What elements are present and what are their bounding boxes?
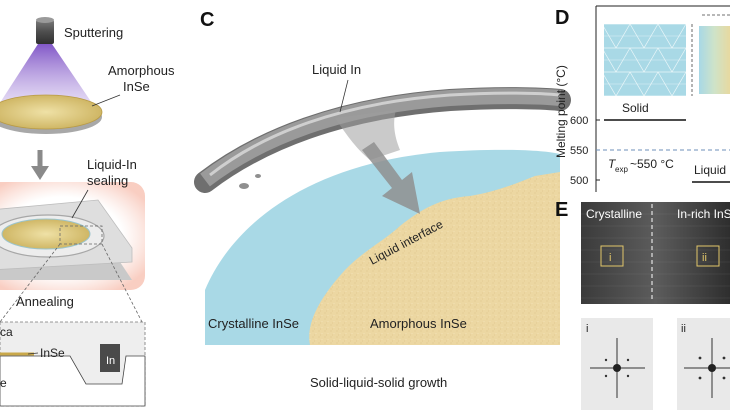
liquid-in-label-line2: sealing	[87, 173, 128, 188]
liquid-in-label: Liquid In	[312, 62, 361, 77]
process-arrow-head	[31, 166, 49, 180]
d-tick-label-600: 600	[570, 115, 588, 127]
sputtering-label: Sputtering	[64, 25, 123, 40]
d-texp-symbol: T	[608, 157, 617, 171]
e-box-i	[600, 245, 624, 267]
panel-a: Sputtering Amorphous InSe Liquid-In seal…	[0, 17, 175, 407]
cross-section-inse-label: InSe	[40, 346, 65, 360]
e-fft-ii-pattern	[684, 338, 730, 398]
liquid-in-tube	[200, 88, 561, 187]
liquid-in-c-leader	[339, 79, 349, 113]
diffusion-arrow	[362, 142, 420, 214]
cross-section-bottom-label: e	[0, 376, 7, 390]
d-liquid-label: Liquid	[694, 163, 726, 177]
e-fft-i-label: i	[586, 323, 588, 335]
amorphous-region	[309, 172, 560, 345]
e-crystalline-label: Crystalline	[586, 207, 642, 221]
cross-section-silica-label: ca	[0, 325, 13, 339]
zoom-window	[59, 225, 103, 245]
d-solid-label: Solid	[622, 101, 649, 115]
e-tem-image	[581, 202, 730, 304]
cross-section-inse-leader	[27, 352, 39, 355]
liquid-in-label-line1: Liquid-In	[87, 157, 137, 172]
d-tick-label-550: 550	[570, 145, 588, 157]
zoom-line-left	[0, 243, 61, 323]
crystalline-inse-label: Crystalline InSe	[208, 316, 299, 331]
e-box-ii	[696, 245, 720, 267]
panel-e-label: E	[555, 199, 568, 221]
d-tick-label-500: 500	[570, 175, 588, 187]
liquid-in-leader	[71, 189, 89, 219]
panel-e: E Crystalline In-rich InS i ii	[555, 199, 730, 410]
d-solid-lattice	[604, 24, 686, 96]
amorphous-wafer	[0, 94, 103, 130]
sputter-target	[36, 20, 54, 44]
e-tem-lattice-fringes	[581, 213, 730, 299]
cross-section-substrate	[0, 355, 146, 407]
d-transition-bar	[699, 26, 730, 94]
e-box-i-label: i	[609, 252, 611, 264]
e-in-rich-label: In-rich InS	[677, 207, 730, 221]
sputter-plume	[0, 44, 98, 112]
d-texp-value: ~550 °C	[630, 157, 674, 171]
amorphous-leader	[91, 94, 121, 107]
annealing-label: Annealing	[16, 294, 74, 309]
liquid-in-flow	[335, 110, 400, 160]
e-fft-ii	[677, 318, 730, 410]
d-texp-t: T	[608, 157, 617, 171]
sputter-target-top	[36, 17, 54, 23]
amorphous-label-line1: Amorphous	[108, 63, 175, 78]
panel-d-label: D	[555, 7, 569, 29]
liquid-in-tube-highlight	[209, 91, 561, 177]
e-box-ii-label: ii	[702, 252, 707, 264]
panel-c-caption: Solid-liquid-solid growth	[310, 375, 447, 390]
e-fft-i-pattern	[590, 338, 645, 398]
cross-section-in-block	[100, 344, 120, 372]
e-fft-ii-label: ii	[681, 323, 686, 335]
droplet-2	[255, 174, 261, 178]
panel-d: D 600 550 500 Melting point (°C) Solid T…	[554, 5, 730, 192]
panel-c: C Liquid In Liquid interface Crystalline…	[194, 9, 571, 390]
panel-c-label: C	[200, 9, 214, 31]
amorphous-inse-label: Amorphous InSe	[370, 316, 467, 331]
sealed-wafer	[1, 218, 91, 250]
d-texp-sub: exp	[615, 165, 628, 174]
cross-section-in-label: In	[106, 355, 115, 367]
amorphous-label-line2: InSe	[123, 79, 150, 94]
droplet-1	[239, 183, 249, 189]
d-y-axis-label: Melting point (°C)	[554, 65, 568, 158]
